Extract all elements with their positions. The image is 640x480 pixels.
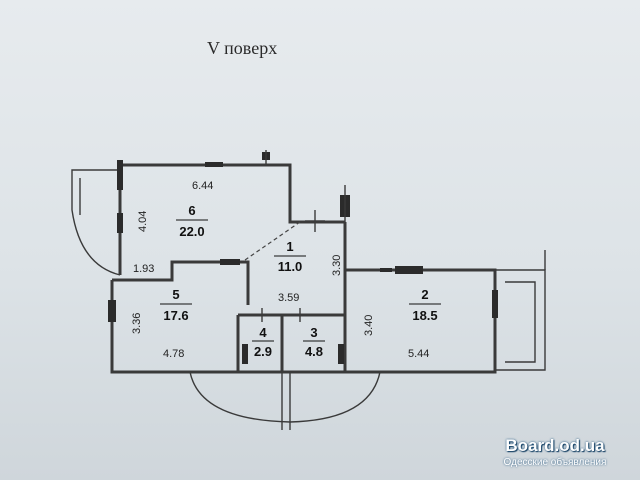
watermark-site: Board.od.ua [505,436,605,455]
room-6-number: 6 [188,203,195,218]
watermark-tagline: Одесские объявления [503,457,607,468]
room-2-number: 2 [421,287,428,302]
bottom-loggia [189,371,381,423]
room-5-area: 17.6 [163,308,188,323]
dim-3-36: 3.36 [131,313,143,334]
room-6-area: 22.0 [179,224,204,239]
room-1-area: 11.0 [278,259,303,274]
room-5-number: 5 [172,287,179,302]
room-6-walls [118,163,345,275]
dim-4-04: 4.04 [137,211,149,232]
wall-6-5 [112,260,250,305]
dim-5-44: 5.44 [408,348,429,360]
dim-3-59: 3.59 [278,292,299,304]
watermark: Board.od.ua Одесские объявления [480,436,630,468]
bathrooms [236,313,345,374]
dim-3-40: 3.40 [363,315,375,336]
floor-title: V поверх [207,38,277,58]
dim-6-44: 6.44 [192,180,213,192]
room-3-area: 4.8 [305,344,323,359]
dim-3-30: 3.30 [331,255,343,276]
room-2-area: 18.5 [412,308,437,323]
balcony-right [495,269,546,371]
balcony-left [71,169,121,276]
room-3-number: 3 [310,325,317,340]
dim-4-78: 4.78 [163,348,184,360]
room-4-area: 2.9 [254,344,272,359]
dim-1-93: 1.93 [133,263,154,275]
room-4-number: 4 [259,325,267,340]
room-1-number: 1 [286,239,293,254]
